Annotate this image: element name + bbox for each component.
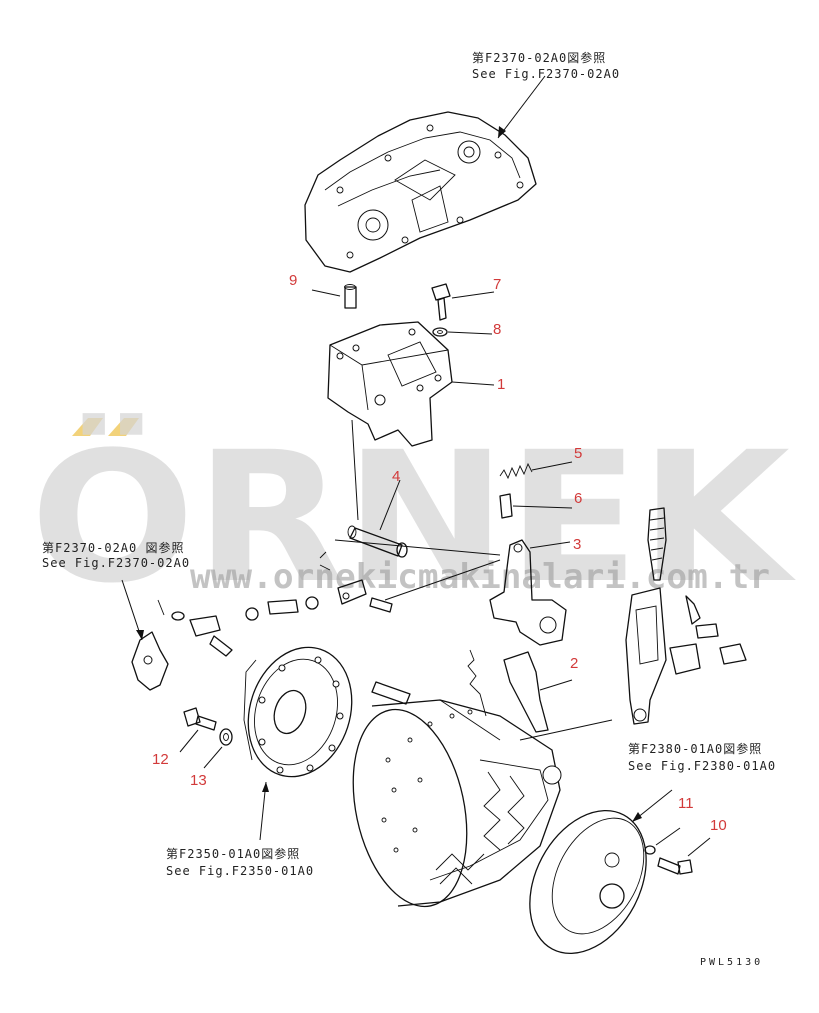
reference-top-en: See Fig.F2370-02A0 — [472, 67, 620, 81]
callout-13: 13 — [190, 772, 207, 789]
watermark-accent-right — [108, 418, 139, 436]
callout-12: 12 — [152, 751, 169, 768]
callout-1: 1 — [497, 376, 505, 393]
watermark-brand: ÖRNEK — [30, 413, 796, 623]
reference-left: 第F2370-02A0 図参照 See Fig.F2370-02A0 — [42, 540, 190, 570]
callout-2: 2 — [570, 655, 578, 672]
callout-5: 5 — [574, 445, 582, 462]
brake-drum — [352, 681, 562, 908]
left-linkage — [121, 579, 319, 691]
transmission-case — [304, 75, 546, 273]
part-bolt-12 — [179, 707, 217, 753]
part-bolt-10 — [657, 837, 711, 875]
reference-right: 第F2380-01A0図参照 See Fig.F2380-01A0 — [628, 741, 776, 773]
callout-6: 6 — [574, 490, 582, 507]
part-lever-2 — [467, 649, 573, 733]
linkage-parts — [319, 551, 393, 613]
part-washer-13 — [203, 728, 233, 769]
part-bolt-7 — [431, 283, 495, 321]
reference-top-jp: 第F2370-02A0図参照 — [472, 50, 606, 65]
part-pin — [311, 284, 357, 309]
reference-bottom: 第F2350-01A0図参照 See Fig.F2350-01A0 — [166, 846, 314, 878]
callout-11: 11 — [678, 795, 694, 812]
flange-hub — [243, 646, 353, 841]
reference-bottom-jp: 第F2350-01A0図参照 — [166, 846, 300, 861]
watermark: ÖRNEK www.ornekicmakinalari.com.tr — [30, 413, 796, 623]
part-washer-11 — [644, 827, 681, 855]
callout-3: 3 — [573, 536, 581, 553]
callout-4: 4 — [392, 468, 400, 485]
reference-top: 第F2370-02A0図参照 See Fig.F2370-02A0 — [472, 50, 620, 81]
right-rod — [519, 507, 747, 741]
reference-right-en: See Fig.F2380-01A0 — [628, 759, 776, 773]
part-bracket-1 — [327, 321, 495, 447]
callouts: 1 2 3 4 5 6 7 8 9 10 11 12 13 — [152, 272, 727, 834]
cover-plate — [529, 789, 673, 955]
reference-right-jp: 第F2380-01A0図参照 — [628, 741, 762, 756]
part-block-6 — [499, 493, 573, 519]
reference-left-en: See Fig.F2370-02A0 — [42, 556, 190, 570]
callout-10: 10 — [710, 817, 727, 834]
part-shaft-4 — [347, 419, 408, 558]
callout-9: 9 — [289, 272, 297, 289]
reference-left-jp: 第F2370-02A0 図参照 — [42, 540, 184, 555]
drawing-code: PWL5130 — [700, 957, 763, 968]
part-spring-5 — [499, 461, 573, 480]
reference-bottom-en: See Fig.F2350-01A0 — [166, 864, 314, 878]
part-lever-3 — [334, 539, 571, 646]
part-washer-8 — [432, 327, 493, 337]
callout-7: 7 — [493, 276, 501, 293]
callout-8: 8 — [493, 321, 501, 338]
watermark-url: www.ornekicmakinalari.com.tr — [190, 557, 770, 597]
watermark-accent-left — [72, 418, 103, 436]
